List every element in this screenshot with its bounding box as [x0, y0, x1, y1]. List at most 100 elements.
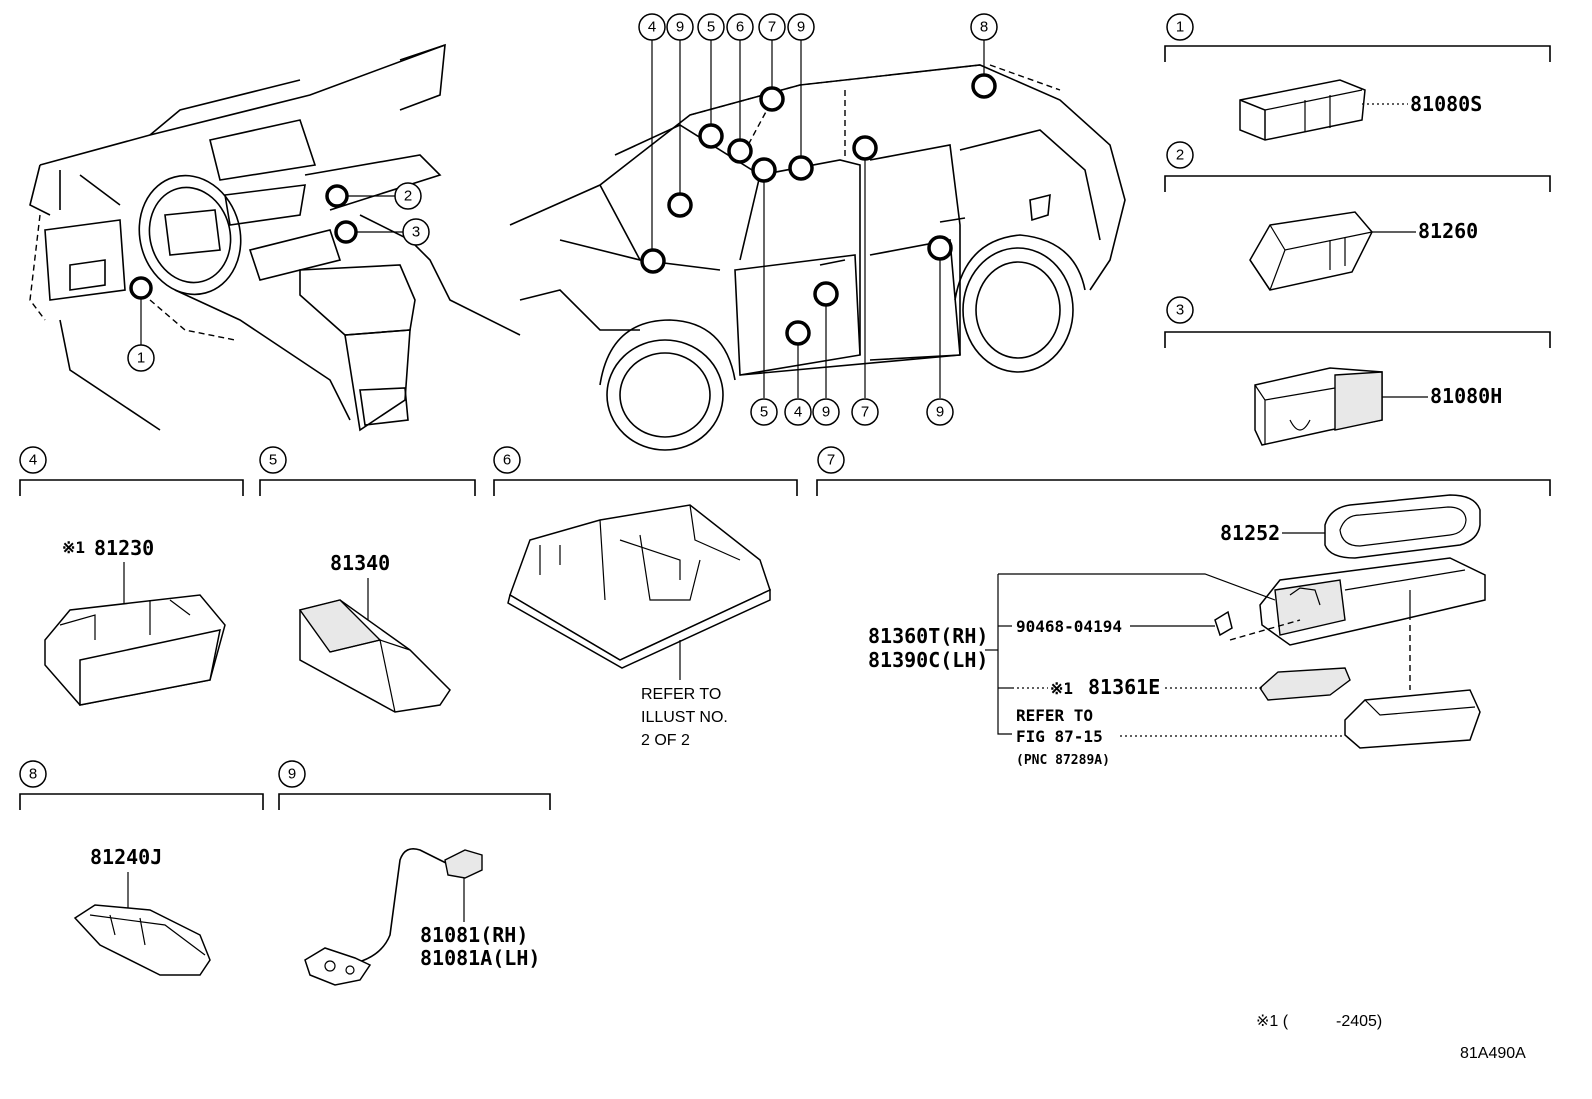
location-marker-7: [852, 135, 878, 161]
callout-bubble-5: [750, 398, 778, 426]
footnote: ※1 ( -2405): [1256, 1013, 1382, 1030]
section-number-label: 6: [503, 452, 511, 469]
callout-bubble-3: [402, 218, 430, 246]
callout-label: 6: [736, 19, 744, 36]
refer-note-line3: (PNC 87289A): [1016, 753, 1110, 768]
dashboard-illustration: [29, 43, 521, 432]
section-bracket: [1164, 45, 1551, 62]
part-lamp-base-drawing: [1344, 689, 1481, 749]
part-81080H-drawing: [1254, 367, 1383, 446]
section-bracket: [19, 793, 264, 810]
section-5: 5 81340: [259, 446, 476, 713]
location-marker-4: [640, 248, 666, 274]
section-7: 7 81252 90468-0419: [816, 446, 1551, 768]
part-screw-drawing: [1214, 610, 1233, 637]
callout-bubble-4: [638, 13, 666, 41]
callout-bubble-7: [758, 13, 786, 41]
callout-bubble-5: [697, 13, 725, 41]
part-number-81340: 81340: [330, 551, 390, 575]
callout-bubble-4: [784, 398, 812, 426]
callout-label: 4: [648, 19, 656, 36]
section-4: 4 ※1 81230: [19, 446, 244, 706]
section-number-label: 9: [288, 766, 296, 783]
section-number-3: [1166, 296, 1194, 324]
part-81260-drawing: [1249, 211, 1373, 291]
section-9: 9 81081(RH) 81081A(LH): [278, 760, 551, 986]
section-bracket: [1164, 331, 1551, 348]
location-marker-4: [785, 320, 811, 346]
callout-bubble-9: [926, 398, 954, 426]
part-number-81230: 81230: [94, 536, 154, 560]
part-81081-drawing: [304, 847, 483, 986]
callout-bubble-7: [851, 398, 879, 426]
callout-bubble-9: [812, 398, 840, 426]
callout-label: 5: [707, 19, 715, 36]
part-number-81081A-lh: 81081A(LH): [420, 946, 540, 970]
section-number-6: [493, 446, 521, 474]
section-number-label: 7: [827, 452, 835, 469]
callout-label: 3: [412, 224, 420, 241]
part-81340-drawing: [298, 599, 451, 713]
location-marker-3: [334, 220, 358, 244]
section-number-label: 2: [1176, 147, 1184, 164]
part-81252-lens-drawing: [1324, 494, 1481, 559]
section-bracket: [493, 479, 798, 496]
part-number-81390C-lh: 81390C(LH): [868, 648, 988, 672]
location-marker-5: [751, 157, 777, 183]
section-8: 8 81240J: [19, 760, 264, 976]
callout-label: 7: [861, 404, 869, 421]
callout-label: 1: [137, 350, 145, 367]
refer-note-line2: FIG 87-15: [1016, 727, 1103, 746]
location-marker-1: [129, 276, 153, 300]
part-number-81252: 81252: [1220, 521, 1280, 545]
footnote-mark: ※1 (: [1256, 1013, 1289, 1030]
section-1: 1 81080S: [1164, 13, 1551, 141]
section-number-label: 4: [29, 452, 37, 469]
note-mark: ※1: [62, 538, 85, 557]
illustration-id: 81A490A: [1460, 1045, 1526, 1062]
callout-label: 7: [768, 19, 776, 36]
section-bracket: [1164, 175, 1551, 192]
location-marker-7: [759, 86, 785, 112]
section-bracket: [259, 479, 476, 496]
vehicle-markers: 4 9 5 6 7 9 8 5 4 9 7 9: [638, 13, 998, 426]
refer-note-line1: REFER TO: [1016, 706, 1093, 725]
part-number-81361E: 81361E: [1088, 675, 1160, 699]
callout-label: 2: [404, 188, 412, 205]
callout-bubble-9: [787, 13, 815, 41]
part-81240J-drawing: [73, 904, 211, 976]
part-number-81080H: 81080H: [1430, 384, 1502, 408]
section-bracket: [278, 793, 551, 810]
section-6: 6 REFER TO ILLUST NO. 2 OF 2: [493, 446, 798, 749]
section-number-5: [259, 446, 287, 474]
section-number-9: [278, 760, 306, 788]
part-number-81081-rh: 81081(RH): [420, 923, 528, 947]
part-81080S-drawing: [1239, 79, 1366, 141]
refer-note-line1: REFER TO: [641, 686, 721, 703]
location-marker-9: [813, 281, 839, 307]
part-overhead-console-drawing: [507, 504, 771, 669]
section-number-4: [19, 446, 47, 474]
part-number-81080S: 81080S: [1410, 92, 1482, 116]
part-number-81260: 81260: [1418, 219, 1478, 243]
callout-bubble-2: [394, 182, 422, 210]
part-map-lamp-assembly-drawing: [1259, 557, 1486, 646]
vehicle-illustration: [509, 64, 1126, 451]
location-marker-9: [927, 235, 953, 261]
callout-label: 8: [980, 19, 988, 36]
location-marker-9: [667, 192, 693, 218]
location-marker-2: [325, 184, 349, 208]
part-81230-drawing: [44, 594, 226, 706]
note-mark: ※1: [1050, 679, 1073, 698]
refer-note-line2: ILLUST NO.: [641, 709, 728, 726]
dashboard-markers: 1 2 3: [127, 182, 430, 372]
section-number-label: 5: [269, 452, 277, 469]
location-marker-5: [698, 123, 724, 149]
refer-note-line3: 2 OF 2: [641, 732, 690, 749]
part-81361E-drawing: [1259, 667, 1351, 701]
section-bracket: [816, 479, 1551, 496]
callout-bubble-1: [127, 344, 155, 372]
callout-bubble-6: [726, 13, 754, 41]
location-marker-8: [971, 73, 997, 99]
section-number-7: [817, 446, 845, 474]
